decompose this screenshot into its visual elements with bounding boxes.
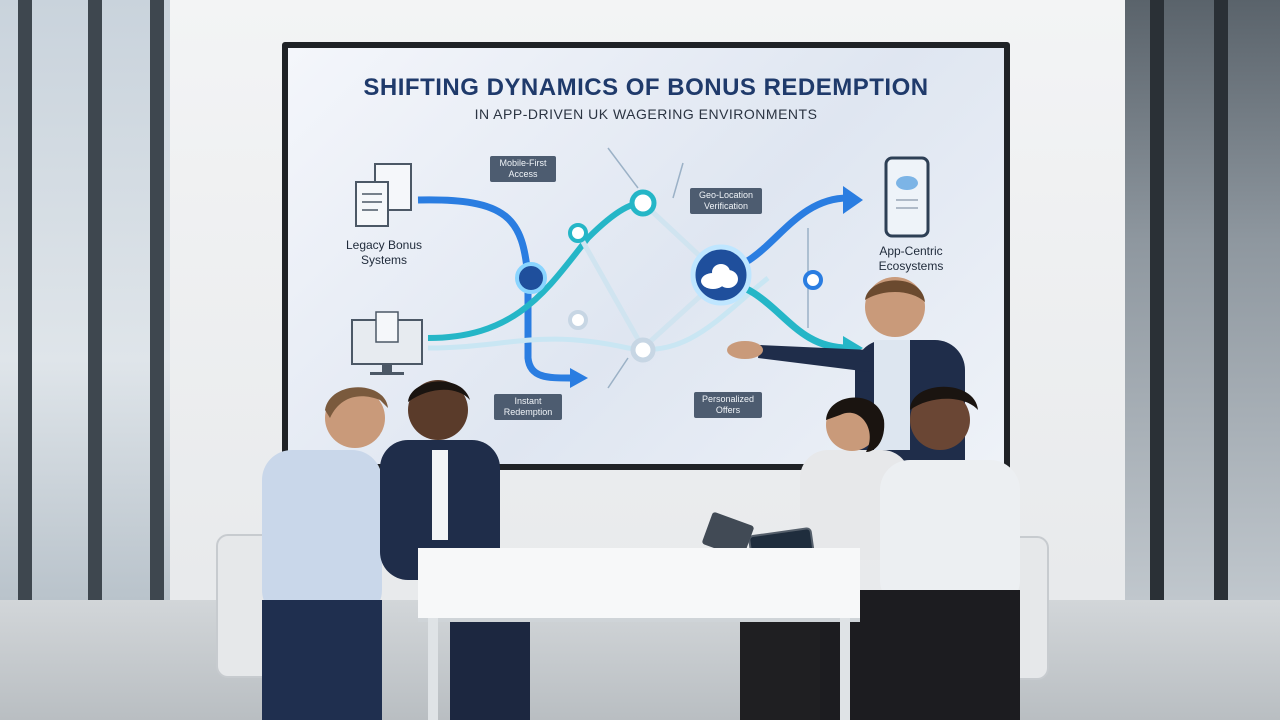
thin-arrow <box>607 357 629 389</box>
smartphone-icon <box>884 156 930 238</box>
thin-arrow <box>607 147 639 189</box>
label-app-centric: App-Centric Ecosystems <box>878 244 944 273</box>
thin-arrow <box>672 162 684 199</box>
window-mullion <box>150 0 164 600</box>
tag-personalized-offers: Personalized Offers <box>694 392 762 418</box>
glass-mullion <box>1214 0 1228 600</box>
desktop-monitor-icon <box>351 311 423 375</box>
tablet-device <box>702 512 754 558</box>
flow-arrow <box>417 196 571 382</box>
person-left-man <box>262 387 388 720</box>
flow-node <box>803 270 823 290</box>
label-legacy-systems: Legacy Bonus Systems <box>345 238 423 267</box>
glass-mullion <box>1150 0 1164 600</box>
flow-node <box>515 262 547 294</box>
flow-arrow <box>427 200 644 341</box>
window-mullion <box>88 0 102 600</box>
arrow-head <box>570 368 588 388</box>
cloud-icon <box>701 264 738 289</box>
document-stack-icon <box>355 163 412 227</box>
flow-node <box>629 189 657 217</box>
window-mullion <box>18 0 32 600</box>
slide-title: SHIFTING DYNAMICS OF BONUS REDEMPTION <box>363 74 929 101</box>
tag-instant-redemption: Instant Redemption <box>494 394 562 420</box>
arrow-head <box>843 186 863 214</box>
tag-mobile-first: Mobile-First Access <box>490 156 556 182</box>
flow-arrow <box>427 276 770 352</box>
flow-node <box>568 223 588 243</box>
flow-link <box>575 231 646 350</box>
flow-node <box>568 310 588 330</box>
table-leg <box>428 618 438 720</box>
meeting-table <box>418 548 860 622</box>
slide-subtitle: IN APP-DRIVEN UK WAGERING ENVIRONMENTS <box>474 106 818 122</box>
table-leg <box>840 618 850 720</box>
tag-geo-location: Geo-Location Verification <box>690 188 762 214</box>
flow-node <box>630 337 656 363</box>
